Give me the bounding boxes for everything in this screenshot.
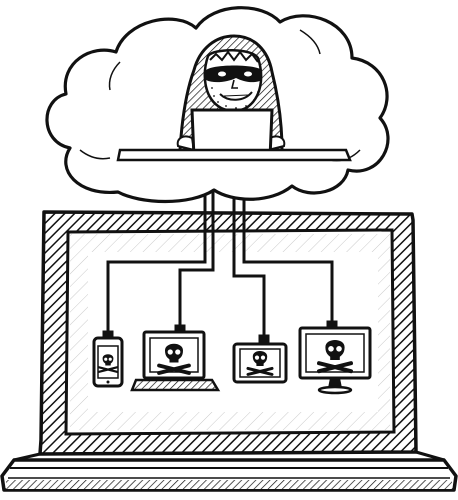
eye-mask-icon bbox=[206, 65, 262, 83]
monitor-skull-icon bbox=[298, 326, 372, 395]
smartphone-skull-icon bbox=[92, 336, 124, 388]
laptop-frame-icon bbox=[0, 210, 458, 492]
laptop-skull-icon bbox=[130, 330, 221, 392]
tablet-skull-icon bbox=[232, 342, 288, 384]
network-wires-icon bbox=[102, 192, 338, 344]
laptop-icon bbox=[116, 108, 352, 162]
